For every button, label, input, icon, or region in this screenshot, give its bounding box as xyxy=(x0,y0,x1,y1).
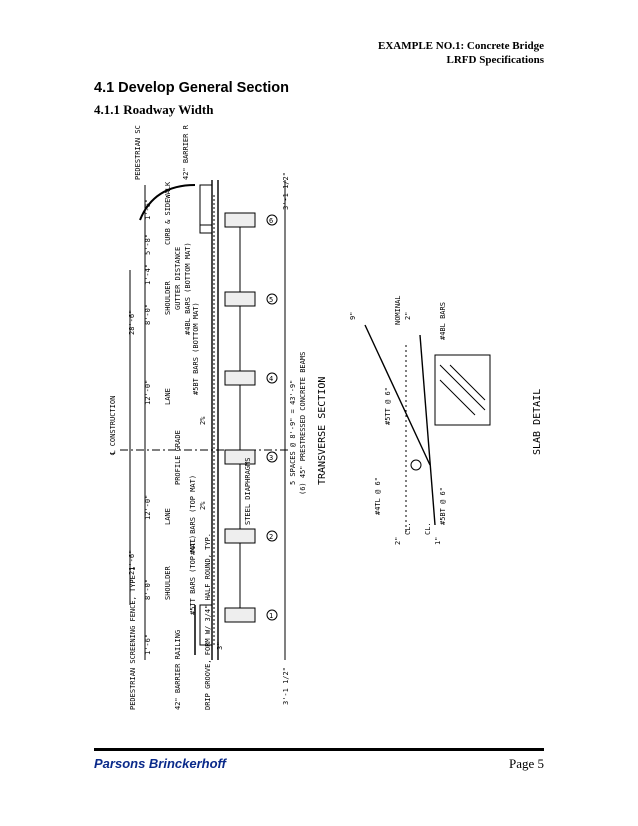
beam-number: 4 xyxy=(269,375,273,383)
label-barrier-bottom: 42" BARRIER RAILING xyxy=(174,630,182,710)
beam-6 xyxy=(224,212,256,228)
label-ped-fence-bottom: PEDESTRIAN SCREENING FENCE, TYPE 1 xyxy=(129,567,137,710)
slab-cl-1: CL. xyxy=(404,522,412,535)
dim-3-1-2-bottom: 3'-1 1/2" xyxy=(282,667,290,705)
label-curb: CURB & SIDEWALK xyxy=(164,181,172,245)
dim-1-6-top: 1'-6" xyxy=(144,199,152,220)
slab-5bt: #5BT @ 6" xyxy=(439,487,447,525)
beam-5 xyxy=(224,291,256,307)
label-ped-fence-top: PEDESTRIAN SCREENING FENCE xyxy=(134,125,142,180)
barrier-bottom xyxy=(199,604,213,646)
dim-28-6: 28'-6" xyxy=(128,310,136,335)
beam-4 xyxy=(224,370,256,386)
label-lane-left: LANE xyxy=(164,508,172,525)
label-bars5: #5BT BARS (BOTTOM MAT) xyxy=(192,302,200,395)
slab-nominal: NOMINAL xyxy=(394,295,402,325)
bridge-drawing: 6 5 4 3 2 1 PEDESTRIAN SCREENING FENCE 4… xyxy=(100,70,550,720)
dim-8-0-top: 8'-0" xyxy=(144,304,152,325)
dim-1-4: 1'-4" xyxy=(144,264,152,285)
beam-number: 2 xyxy=(269,533,273,541)
beam-2 xyxy=(224,528,256,544)
beam-marker-3 xyxy=(266,451,278,463)
label-transverse: TRANSVERSE SECTION xyxy=(317,377,328,485)
transverse-dimensions: 1'-6" 5'-8" 1'-4" 8'-0" 12'-0" 12'-0" 8'… xyxy=(128,172,290,705)
beam-marker-2 xyxy=(266,530,278,542)
beam-marker-1 xyxy=(266,609,278,621)
label-bars4: #4BL BARS (BOTTOM MAT) xyxy=(184,242,192,335)
fence-top xyxy=(139,184,196,221)
slab-two-2: 2" xyxy=(394,537,402,545)
slab-5tt: #5TT @ 6" xyxy=(384,387,392,425)
label-shoulder-left: SHOULDER xyxy=(164,565,172,600)
slab-detail xyxy=(364,324,491,535)
header-line-1: EXAMPLE NO.1: Concrete Bridge xyxy=(378,40,544,52)
slab-nine: 9" xyxy=(349,312,357,320)
subsection-title: 4.1.1 Roadway Width xyxy=(94,102,214,117)
beam-flange xyxy=(434,354,491,426)
hatching xyxy=(439,364,486,416)
section-title: 4.1 Develop General Section xyxy=(94,80,290,96)
dim-21-6: 21'-6" xyxy=(128,550,136,575)
label-profile: PROFILE GRADE xyxy=(174,430,182,485)
label-drip: DRIP GROOVE, FORM W/ 3/4" HALF ROUND, TY… xyxy=(204,533,212,710)
footer-page: Page 5 xyxy=(508,756,544,771)
dim-1-6-bottom: 1'-6" xyxy=(144,634,152,655)
slab-4bl: #4BL BARS xyxy=(439,302,447,340)
dim-3in: 3" xyxy=(216,642,224,650)
beam-marker-6 xyxy=(266,214,278,226)
rebar-circle xyxy=(410,459,422,471)
transverse-labels: PEDESTRIAN SCREENING FENCE 42" BARRIER R… xyxy=(109,70,328,710)
label-barrier-top: 42" BARRIER RAILING xyxy=(182,125,190,180)
dim-12-0-top: 12'-0" xyxy=(144,380,152,405)
beam-number: 6 xyxy=(269,217,273,225)
dim-3-1-2-top: 3'-1 1/2" xyxy=(282,172,290,210)
transverse-section xyxy=(120,180,290,660)
label-slope-2: 2% xyxy=(199,501,207,510)
slab-two: 2" xyxy=(404,312,412,320)
label-bars4t: #4TL BARS (TOP MAT) xyxy=(189,475,197,555)
slab-top xyxy=(364,324,431,466)
page-header: EXAMPLE NO.1: Concrete Bridge LRFD Speci… xyxy=(378,39,544,67)
dim-8-0-bottom: 8'-0" xyxy=(144,579,152,600)
beam-1 xyxy=(224,607,256,623)
label-spaces: 5 SPACES @ 8'-9" = 43'-9" xyxy=(289,380,297,485)
label-construction: ℄ CONSTRUCTION xyxy=(109,396,117,456)
label-bars5t: #5TT BARS (TOP MAT) xyxy=(189,535,197,615)
slab-4tl: #4TL @ 6" xyxy=(374,477,382,515)
slab-bottom xyxy=(419,334,436,526)
label-steel: STEEL DIAPHRAGMS xyxy=(244,458,252,525)
label-shoulder-right: SHOULDER xyxy=(164,280,172,315)
slab-one: 1" xyxy=(434,537,442,545)
slab-title: SLAB DETAIL xyxy=(532,389,543,455)
label-slope-1: 2% xyxy=(199,416,207,425)
dim-5-8: 5'-8" xyxy=(144,234,152,255)
label-gutter: GUTTER DISTANCE xyxy=(174,247,182,310)
beam-number: 3 xyxy=(269,454,273,462)
beam-number: 1 xyxy=(269,612,273,620)
footer-rule xyxy=(94,748,544,751)
beam-marker-4 xyxy=(266,372,278,384)
beam-marker-5 xyxy=(266,293,278,305)
header-line-2: LRFD Specifications xyxy=(446,54,544,66)
bridge-drawing-svg: 6 5 4 3 2 1 PEDESTRIAN SCREENING FENCE 4… xyxy=(109,70,543,710)
barrier-top xyxy=(199,184,213,226)
beam-number: 5 xyxy=(269,296,273,304)
label-beams: (6) 45" PRESTRESSED CONCRETE BEAMS xyxy=(299,352,307,495)
sidewalk xyxy=(199,224,213,234)
footer-company: Parsons Brinckerhoff xyxy=(94,756,226,771)
label-lane-right: LANE xyxy=(164,388,172,405)
dim-12-0-bottom: 12'-0" xyxy=(144,495,152,520)
slab-cl-2: CL. xyxy=(424,522,432,535)
